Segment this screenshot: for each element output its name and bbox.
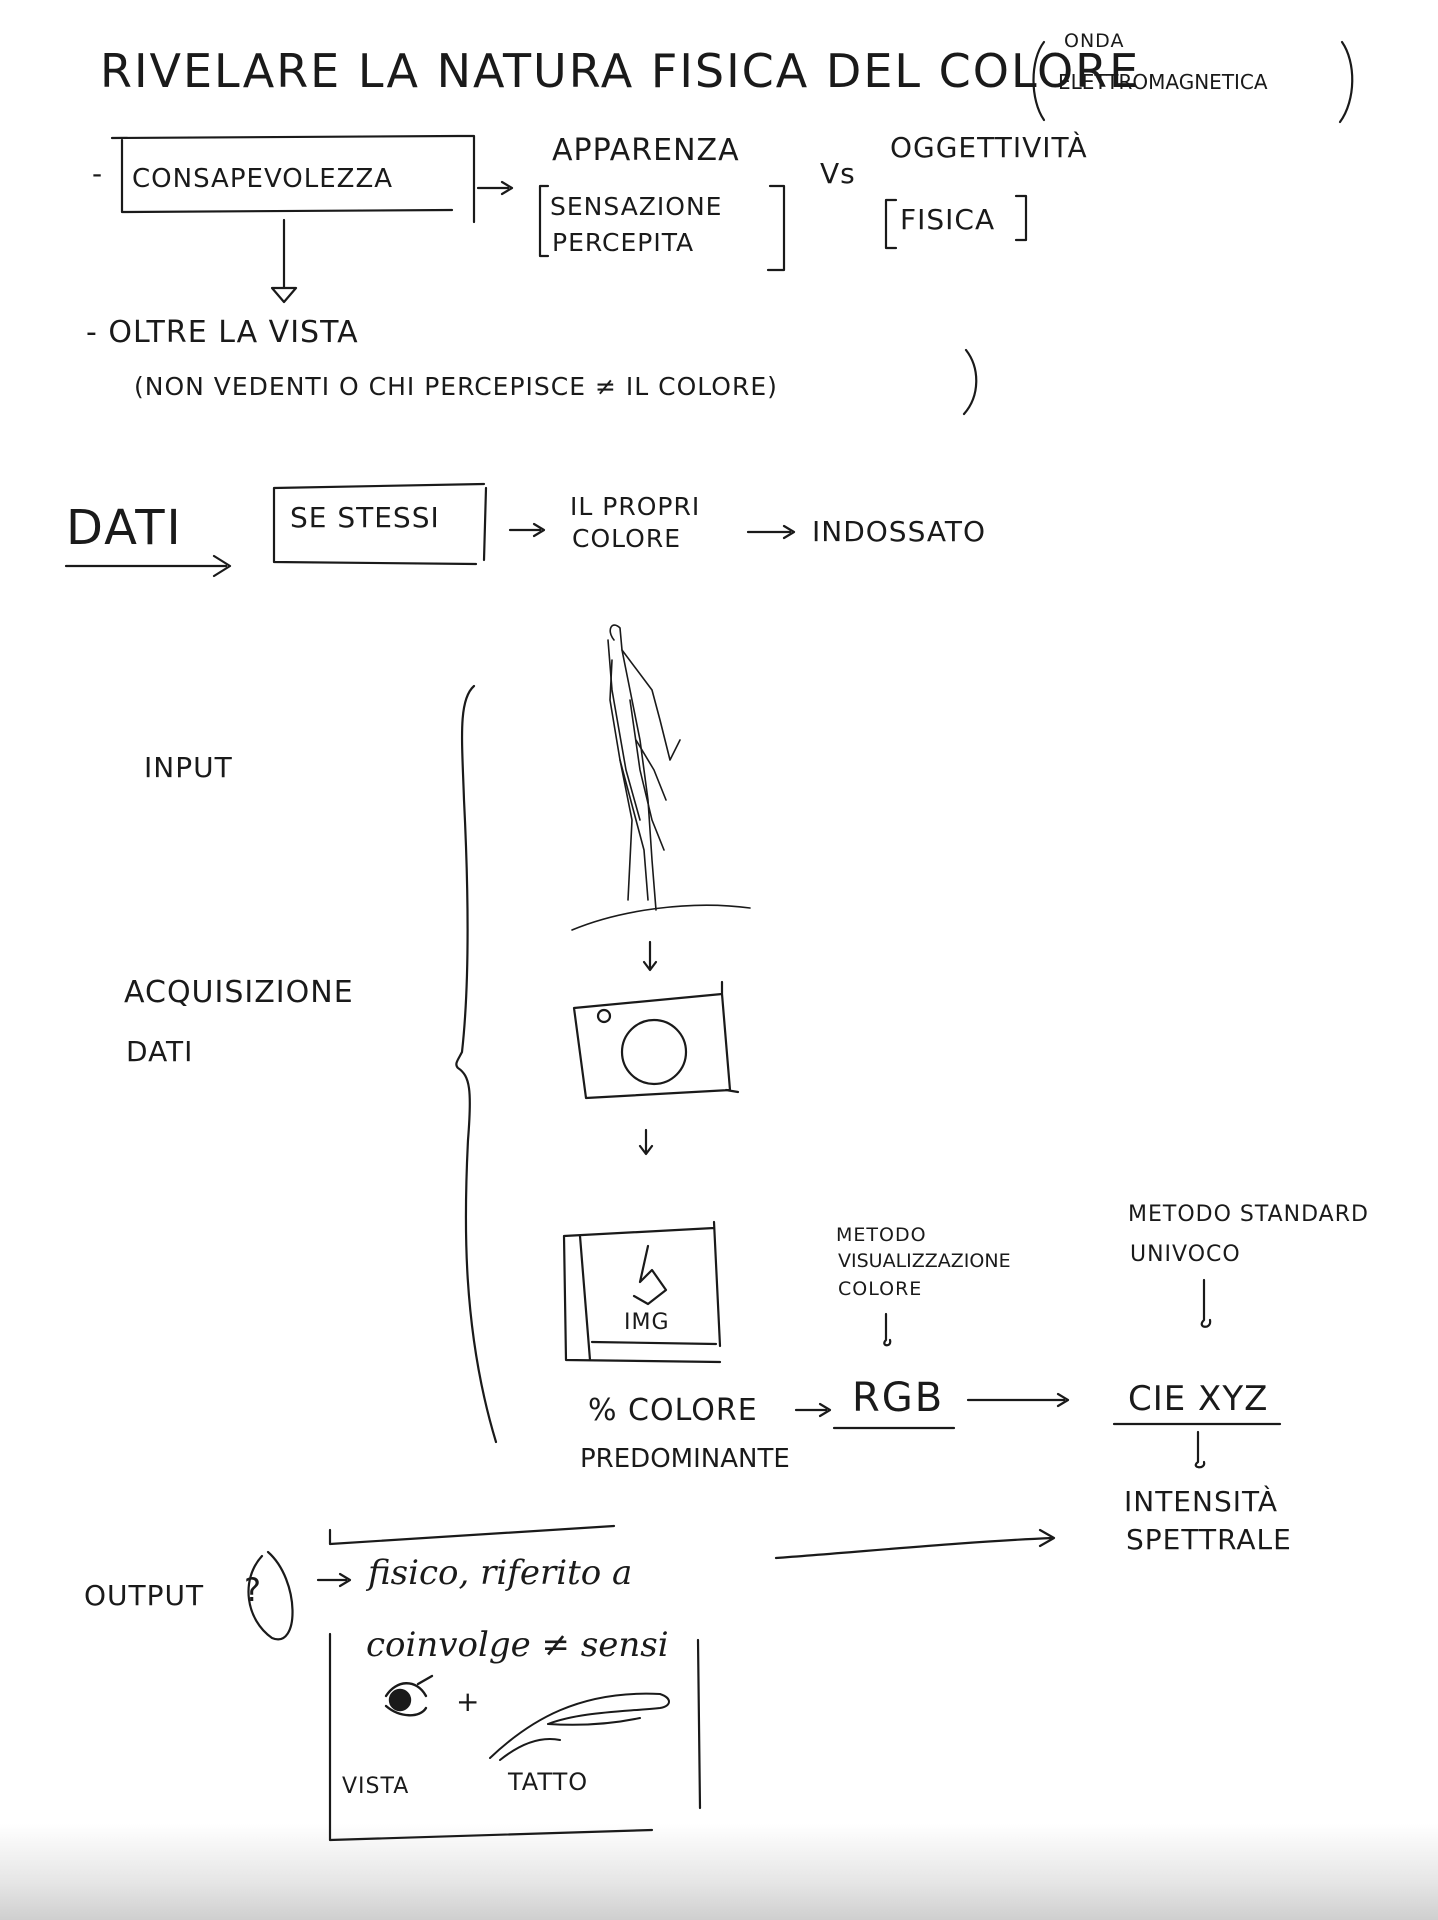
title-note-line1: ONDA: [1064, 30, 1125, 52]
bracket-fisica-left: [884, 198, 898, 250]
acquisizione-dati-label: DATI: [126, 1035, 194, 1068]
img-figure: [632, 1244, 668, 1306]
method-line2: VISUALIZZAZIONE: [838, 1250, 1011, 1272]
indossato-label: INDOSSATO: [812, 515, 986, 548]
colore-label: COLORE: [572, 524, 682, 553]
plus-sign: +: [456, 1685, 481, 1718]
arrow-step-1: [642, 940, 658, 972]
cie-xyz-label: CIE XYZ: [1128, 1379, 1269, 1419]
se-stessi-label: SE STESSI: [290, 501, 440, 534]
paren-oltre-close: [962, 348, 978, 416]
arrow-cie-intensita: [1194, 1430, 1206, 1469]
oggettivita-label: OGGETTIVITÀ: [890, 131, 1088, 164]
rgb-label: RGB: [852, 1375, 945, 1421]
question-circle: [247, 1550, 294, 1641]
standard-method-line2: UNIVOCO: [1130, 1242, 1241, 1267]
arrow-colore-indossato: [746, 524, 796, 540]
input-label: INPUT: [144, 751, 233, 784]
eye-sketch: [384, 1674, 434, 1717]
camera-sketch: [572, 980, 740, 1100]
arrow-method-rgb: [883, 1312, 892, 1347]
title-note-line2: ELETTROMAGNETICA: [1058, 70, 1268, 94]
se-stessi-box: [272, 482, 488, 566]
arrow-consapevolezza-apparenza: [476, 180, 514, 196]
percepita-label: PERCEPITA: [552, 228, 695, 257]
acquisizione-label: ACQUISIZIONE: [124, 975, 354, 1010]
bullet-dash: -: [92, 157, 104, 190]
oltre-la-vista: - OLTRE LA VISTA: [86, 315, 359, 350]
arrow-dati: [64, 554, 232, 578]
arrow-down-oltre: [270, 218, 298, 304]
camera-lens: [620, 1018, 688, 1086]
oltre-la-vista-note: (NON VEDENTI O CHI PERCEPISCE ≠ IL COLOR…: [134, 372, 778, 401]
output-box: [328, 1524, 702, 1842]
img-frame: [562, 1220, 722, 1364]
arrow-output-intensita: [774, 1528, 1056, 1560]
img-label: IMG: [624, 1310, 670, 1335]
output-line1: fisico, riferito a: [368, 1553, 633, 1593]
versus-label: Vs: [820, 157, 856, 190]
output-label: OUTPUT: [84, 1579, 205, 1612]
consapevolezza-label: CONSAPEVOLEZZA: [132, 164, 394, 194]
output-line2: coinvolge ≠ sensi: [366, 1625, 669, 1665]
standard-method-line1: METODO STANDARD: [1128, 1202, 1369, 1227]
arrow-std-cie: [1200, 1278, 1212, 1328]
question-mark: ?: [244, 1571, 262, 1609]
bracket-fisica-right: [1014, 194, 1028, 242]
curly-brace: [455, 684, 498, 1444]
camera-flash: [596, 1008, 612, 1024]
tatto-label: TATTO: [508, 1768, 589, 1796]
method-line3: COLORE: [838, 1278, 923, 1300]
bracket-sensazione-left: [538, 184, 550, 258]
paren-close: [1338, 40, 1354, 124]
page-title: RIVELARE LA NATURA FISICA DEL COLORE: [100, 44, 1141, 98]
hand-sketch: [489, 1692, 670, 1761]
fisica-label: FISICA: [900, 203, 996, 236]
paren-open: [1032, 40, 1046, 122]
consapevolezza-box: [110, 134, 476, 224]
arrow-se-stessi-propri: [508, 522, 546, 538]
arrow-rgb-cie: [966, 1392, 1070, 1408]
bracket-sensazione-right: [766, 184, 786, 272]
arrow-question-fisico: [316, 1572, 352, 1588]
spettrale-label: SPETTRALE: [1126, 1523, 1292, 1556]
sensazione-label: SENSAZIONE: [550, 192, 723, 221]
intensita-label: INTENSITÀ: [1124, 1485, 1279, 1518]
vista-label: VISTA: [342, 1774, 410, 1799]
method-line1: METODO: [836, 1224, 927, 1246]
propri-label: IL PROPRI: [570, 492, 701, 521]
figure-sketch: [571, 624, 751, 931]
predominante-label: PREDOMINANTE: [580, 1444, 790, 1474]
apparenza-label: APPARENZA: [552, 133, 740, 168]
percent-colore-label: % COLORE: [588, 1393, 758, 1428]
arrow-percent-rgb: [794, 1402, 832, 1418]
arrow-step-2: [638, 1128, 654, 1156]
dati-label: DATI: [66, 500, 183, 556]
